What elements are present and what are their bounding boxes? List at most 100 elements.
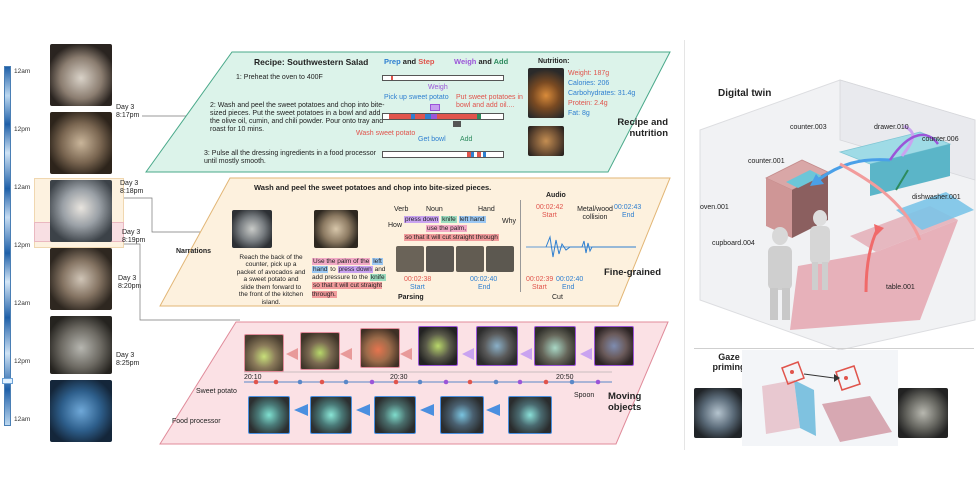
twin-label: counter.001 bbox=[748, 158, 785, 165]
nutrition-weight: Weight: 187g bbox=[568, 70, 610, 77]
frame-day: Day 3 bbox=[120, 180, 139, 187]
parse-start-label: Start bbox=[410, 284, 425, 291]
moving-time: 20:30 bbox=[390, 374, 408, 381]
label-sweet-potato: Sweet potato bbox=[196, 388, 237, 395]
gaze-title: Gaze priming bbox=[712, 352, 746, 373]
moving-frame bbox=[248, 396, 290, 434]
twin-divider bbox=[684, 40, 685, 450]
nutrition-calories: Calories: 206 bbox=[568, 80, 610, 87]
audio-t2: 00:02:43 bbox=[614, 204, 642, 211]
callout-put: Put sweet potatoes in bowl and add oil..… bbox=[456, 94, 523, 110]
parse-box-why: so that it will cut straight through bbox=[404, 234, 499, 241]
recipe-step-1: 1: Preheat the oven to 400F bbox=[236, 74, 323, 81]
recipe-legend: Prep and Step bbox=[384, 57, 435, 67]
tag-how: How bbox=[388, 222, 403, 229]
twin-label: dishwasher.001 bbox=[912, 194, 961, 201]
parse-end-time: 00:02:40 bbox=[470, 276, 498, 283]
tick-label: 12am bbox=[14, 68, 31, 75]
twin-label: table.001 bbox=[886, 284, 915, 291]
nutrition-fat: Fat: 8g bbox=[568, 110, 590, 117]
legend-weigh: Weigh bbox=[454, 57, 477, 66]
twin-label: counter.006 bbox=[922, 136, 959, 143]
tick-label: 12pm bbox=[14, 242, 31, 249]
moving-frame bbox=[440, 396, 484, 434]
moving-frame bbox=[594, 326, 634, 366]
parse-box-verb: press down bbox=[404, 216, 440, 223]
frame-time: 8:18pm bbox=[120, 188, 144, 195]
section-label-finegrained: Fine-grained bbox=[604, 267, 662, 278]
gaze-frame-right bbox=[898, 388, 948, 438]
step-bar bbox=[382, 113, 504, 120]
parse-box-noun: knife bbox=[441, 216, 457, 223]
tag-hand: Hand bbox=[478, 206, 495, 213]
audio-t1: 00:02:42 bbox=[536, 204, 564, 211]
egocentric-frame bbox=[50, 112, 112, 174]
frame-time: 8:19pm bbox=[122, 237, 146, 244]
tick-label: 12pm bbox=[14, 358, 31, 365]
parse-clip-frame bbox=[486, 246, 514, 272]
label-food-processor: Food processor bbox=[172, 418, 221, 425]
audio-t4-label: End bbox=[562, 284, 575, 291]
timeline: 12am 12pm 12am 12pm 12am 12pm 12am bbox=[0, 60, 40, 430]
gaze-scene bbox=[742, 350, 898, 446]
recipe-title: Recipe: Southwestern Salad bbox=[254, 57, 369, 67]
tag-verb: Verb bbox=[394, 206, 409, 213]
parse-box-how: use the palm, bbox=[426, 225, 468, 232]
parse-box-line-3: so that it will cut straight through bbox=[404, 234, 499, 241]
narrations-label: Narrations bbox=[176, 248, 212, 255]
recipe-legend-2: Weigh and Add bbox=[454, 57, 509, 67]
section-label-moving: Moving objects bbox=[608, 391, 642, 413]
parse-box-hand: left hand bbox=[458, 216, 486, 223]
audio-t4: 00:02:40 bbox=[556, 276, 584, 283]
gaze-frame-left bbox=[694, 388, 742, 438]
callout-add: Add bbox=[460, 136, 473, 143]
callout-weigh: Weigh bbox=[428, 84, 448, 91]
step-bar bbox=[382, 151, 504, 158]
moving-frame bbox=[534, 326, 576, 366]
callout-pick: Pick up sweet potato bbox=[384, 94, 449, 101]
parse-clip-frame bbox=[426, 246, 454, 272]
frame-day: Day 3 bbox=[122, 229, 141, 236]
tag-noun: Noun bbox=[426, 206, 443, 213]
frame-time: 8:17pm bbox=[116, 112, 140, 119]
parse-word: and add pressure to the bbox=[312, 266, 386, 282]
nutrition-protein: Protein: 2.4g bbox=[568, 100, 608, 107]
timeline-cursor[interactable] bbox=[2, 378, 13, 384]
step-bar bbox=[382, 75, 504, 81]
parse-word: to bbox=[330, 266, 336, 274]
audio-title: Audio bbox=[546, 192, 566, 199]
moving-time: 20:10 bbox=[244, 374, 262, 381]
moving-frame bbox=[310, 396, 352, 434]
recipe-step-2: 2: Wash and peel the sweet potatoes and … bbox=[210, 102, 385, 134]
moving-frame bbox=[244, 334, 284, 372]
audio-waveform bbox=[526, 235, 636, 258]
audio-t3-label: Start bbox=[532, 284, 547, 291]
legend-prep: Prep bbox=[384, 57, 401, 66]
parse-clip-frame bbox=[396, 246, 424, 272]
twin-label: oven.001 bbox=[700, 204, 729, 211]
moving-frame bbox=[360, 328, 400, 368]
parse-hl-how: Use the palm of the bbox=[312, 258, 371, 265]
audio-cut: Cut bbox=[552, 294, 563, 301]
legend-step: Step bbox=[418, 57, 435, 66]
moving-frame bbox=[418, 326, 458, 366]
weigh-marker bbox=[430, 104, 440, 111]
legend-add: Add bbox=[493, 57, 509, 66]
legend-and: and bbox=[478, 57, 492, 66]
nutrition-title: Nutrition: bbox=[538, 58, 570, 65]
egocentric-frame bbox=[50, 180, 112, 242]
finegrained-title: Wash and peel the sweet potatoes and cho… bbox=[254, 183, 492, 192]
moving-frame bbox=[374, 396, 416, 434]
tag-why: Why bbox=[502, 218, 516, 225]
audio-t2-label: End bbox=[622, 212, 635, 219]
moving-time: 20:50 bbox=[556, 374, 574, 381]
parse-hl-verb: press down bbox=[337, 266, 373, 274]
parse-start-time: 00:02:38 bbox=[404, 276, 432, 283]
tick-label: 12am bbox=[14, 300, 31, 307]
frame-time: 8:20pm bbox=[118, 283, 142, 290]
frame-day: Day 3 bbox=[118, 275, 137, 282]
parse-sentence: Use the palm of the left hand to press d… bbox=[312, 258, 394, 299]
twin-label: drawer.010 bbox=[874, 124, 909, 131]
parse-hl-hand: left bbox=[372, 258, 383, 265]
